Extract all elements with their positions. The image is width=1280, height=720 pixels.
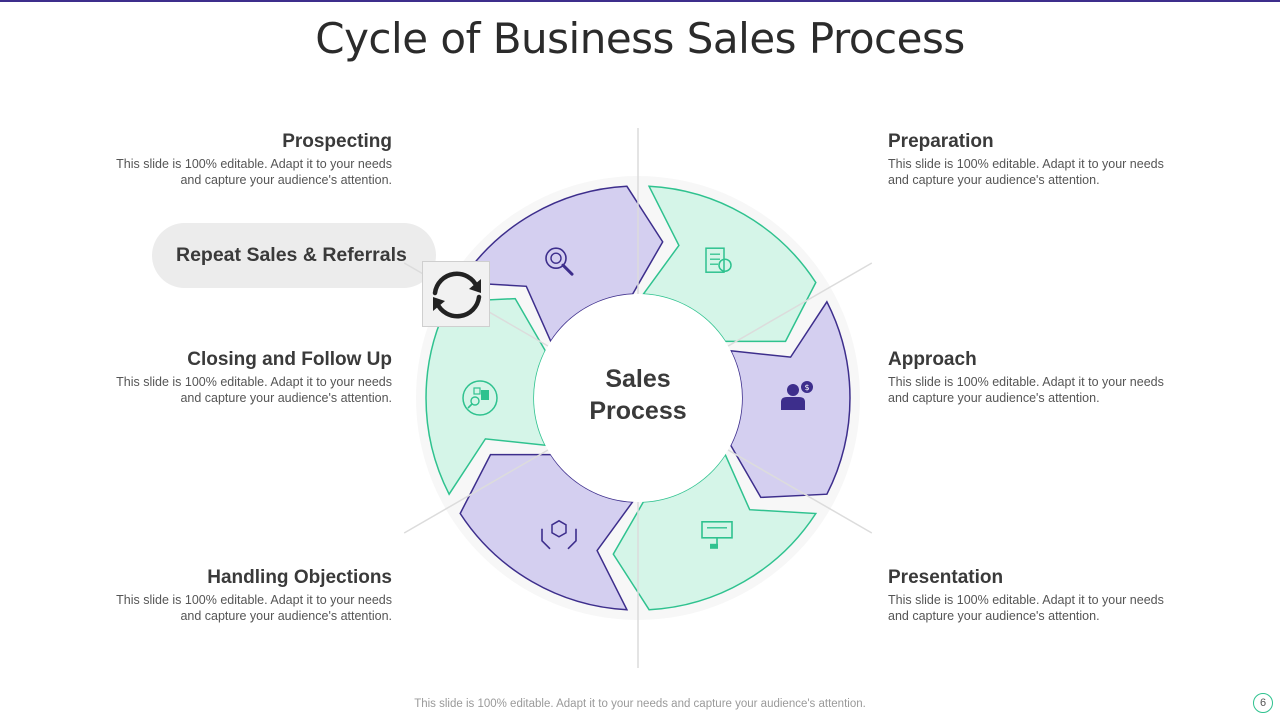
- step-title: Prospecting: [282, 131, 392, 152]
- step-presentation: Presentation This slide is 100% editable…: [888, 566, 1188, 624]
- slide-title: Cycle of Business Sales Process: [315, 14, 965, 63]
- svg-text:$: $: [804, 383, 809, 392]
- step-title: Approach: [888, 349, 977, 370]
- checklist-icon: [705, 247, 732, 273]
- search-devices-icon: [462, 380, 498, 416]
- page-number: 6: [1253, 693, 1273, 713]
- center-label-line: Sales: [605, 365, 671, 393]
- step-closing-follow-up: Closing and Follow Up This slide is 100%…: [92, 348, 392, 406]
- refresh-arrows-icon: [432, 271, 482, 319]
- top-accent-bar: [0, 0, 1280, 2]
- step-title: Preparation: [888, 131, 994, 152]
- cycle-center-disc: [534, 294, 742, 502]
- center-label-line: Process: [589, 397, 687, 425]
- step-title: Presentation: [888, 567, 1004, 588]
- step-description-line: and capture your audience's attention.: [180, 391, 392, 405]
- step-preparation: Preparation This slide is 100% editable.…: [888, 130, 1188, 188]
- step-title: Closing and Follow Up: [187, 349, 392, 370]
- step-description: This slide is 100% editable. Adapt it to…: [888, 374, 1188, 406]
- step-approach: Approach This slide is 100% editable. Ad…: [888, 348, 1188, 406]
- step-description: This slide is 100% editable. Adapt it to…: [888, 592, 1188, 624]
- step-description-line: and capture your audience's attention.: [888, 391, 1100, 405]
- step-description-line: and capture your audience's attention.: [180, 173, 392, 187]
- step-description-line: and capture your audience's attention.: [180, 609, 392, 623]
- step-handling-objections: Handling Objections This slide is 100% e…: [92, 566, 392, 624]
- footer-note: This slide is 100% editable. Adapt it to…: [414, 698, 866, 710]
- step-prospecting: Prospecting This slide is 100% editable.…: [92, 130, 392, 188]
- step-description-line: This slide is 100% editable. Adapt it to…: [116, 593, 392, 607]
- step-description: This slide is 100% editable. Adapt it to…: [92, 592, 392, 624]
- center-label: Sales Process: [538, 363, 738, 427]
- step-description-line: This slide is 100% editable. Adapt it to…: [888, 375, 1164, 389]
- hands-box-icon: [541, 519, 577, 550]
- repeat-sales-pill: Repeat Sales & Referrals: [152, 223, 436, 288]
- step-description: This slide is 100% editable. Adapt it to…: [888, 156, 1188, 188]
- step-description-line: and capture your audience's attention.: [888, 609, 1100, 623]
- step-title: Handling Objections: [207, 567, 392, 588]
- cycle-icons: $: [462, 247, 813, 550]
- magnifier-person-icon: [545, 247, 574, 276]
- repeat-cycle-icon-box: [422, 261, 490, 327]
- presentation-board-icon: [701, 520, 733, 549]
- step-description-line: This slide is 100% editable. Adapt it to…: [888, 157, 1164, 171]
- cycle-segments: [425, 185, 851, 611]
- step-description-line: and capture your audience's attention.: [888, 173, 1100, 187]
- step-description-line: This slide is 100% editable. Adapt it to…: [116, 157, 392, 171]
- step-description-line: This slide is 100% editable. Adapt it to…: [888, 593, 1164, 607]
- step-description: This slide is 100% editable. Adapt it to…: [92, 156, 392, 188]
- step-description-line: This slide is 100% editable. Adapt it to…: [116, 375, 392, 389]
- businessman-dollar-icon: $: [781, 381, 813, 410]
- step-description: This slide is 100% editable. Adapt it to…: [92, 374, 392, 406]
